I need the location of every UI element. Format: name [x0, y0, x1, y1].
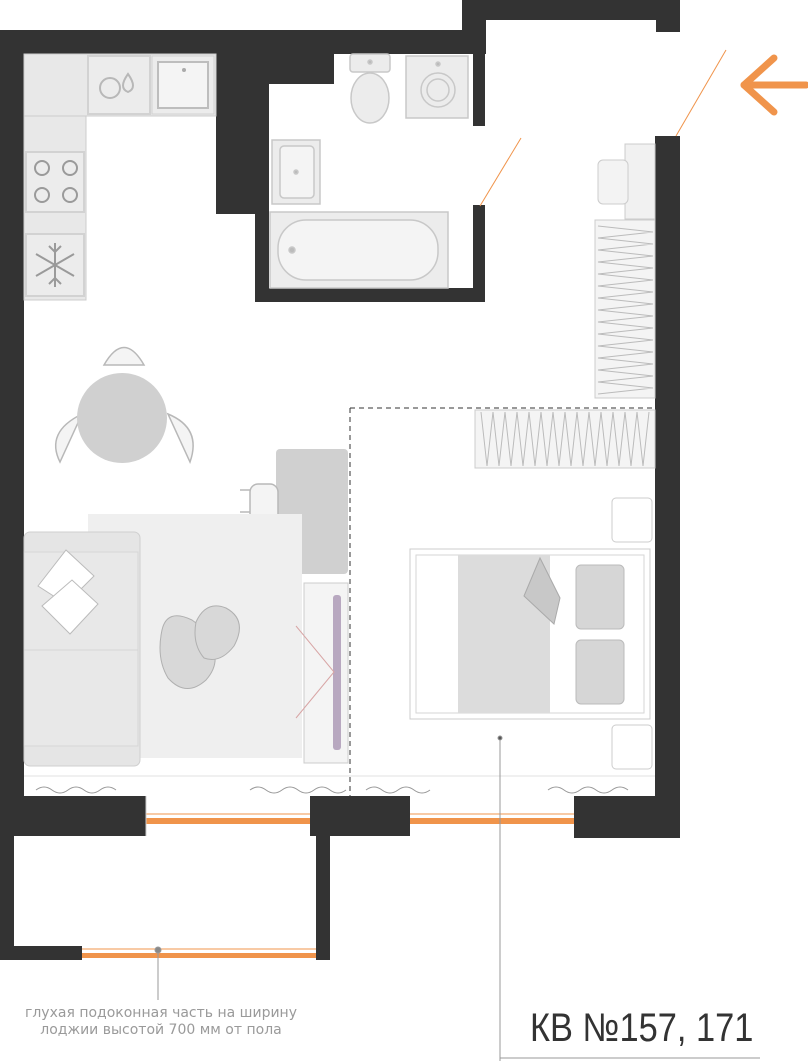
- loggia-note-line: лоджии высотой 700 мм от пола: [40, 1022, 282, 1038]
- loggia-note-line: глухая подоконная часть на ширину: [25, 1005, 297, 1021]
- entrance-arrow-icon: [740, 54, 808, 116]
- hall-shelf: [624, 143, 656, 220]
- armchairs: [159, 605, 240, 689]
- nightstand: [611, 497, 653, 543]
- bed: [409, 548, 651, 720]
- loggia-note: глухая подоконная часть на ширину лоджии…: [0, 1005, 322, 1039]
- kitchen: [23, 53, 217, 301]
- dining-table: [55, 346, 194, 464]
- snowflake-icon: [25, 233, 85, 297]
- dishwasher-icon: [87, 55, 151, 115]
- stove-icon: [25, 151, 85, 213]
- curtains: [24, 775, 655, 794]
- pillow: [41, 579, 99, 635]
- walls: [0, 0, 680, 960]
- nightstand: [611, 724, 653, 770]
- windows: [82, 796, 574, 958]
- sofa: [23, 531, 141, 767]
- bedroom: [349, 407, 655, 796]
- wardrobe: [594, 219, 656, 399]
- living-area: [23, 514, 302, 767]
- hall-furniture: [474, 143, 656, 469]
- hall-pouf: [597, 159, 629, 205]
- bathroom: [269, 53, 469, 289]
- toilet-icon: [349, 53, 391, 124]
- callout-lines: [154, 735, 760, 1061]
- bath-sink-icon: [271, 139, 321, 205]
- doors: [479, 49, 727, 207]
- tv-stand: [295, 582, 349, 764]
- bathtub-icon: [269, 211, 449, 289]
- zone-divider: [349, 407, 655, 796]
- apartment-number: КВ №157, 171: [530, 1006, 754, 1050]
- washing-machine-icon: [405, 55, 469, 119]
- bedroom-wardrobe: [474, 409, 656, 469]
- sink-icon: [151, 55, 215, 115]
